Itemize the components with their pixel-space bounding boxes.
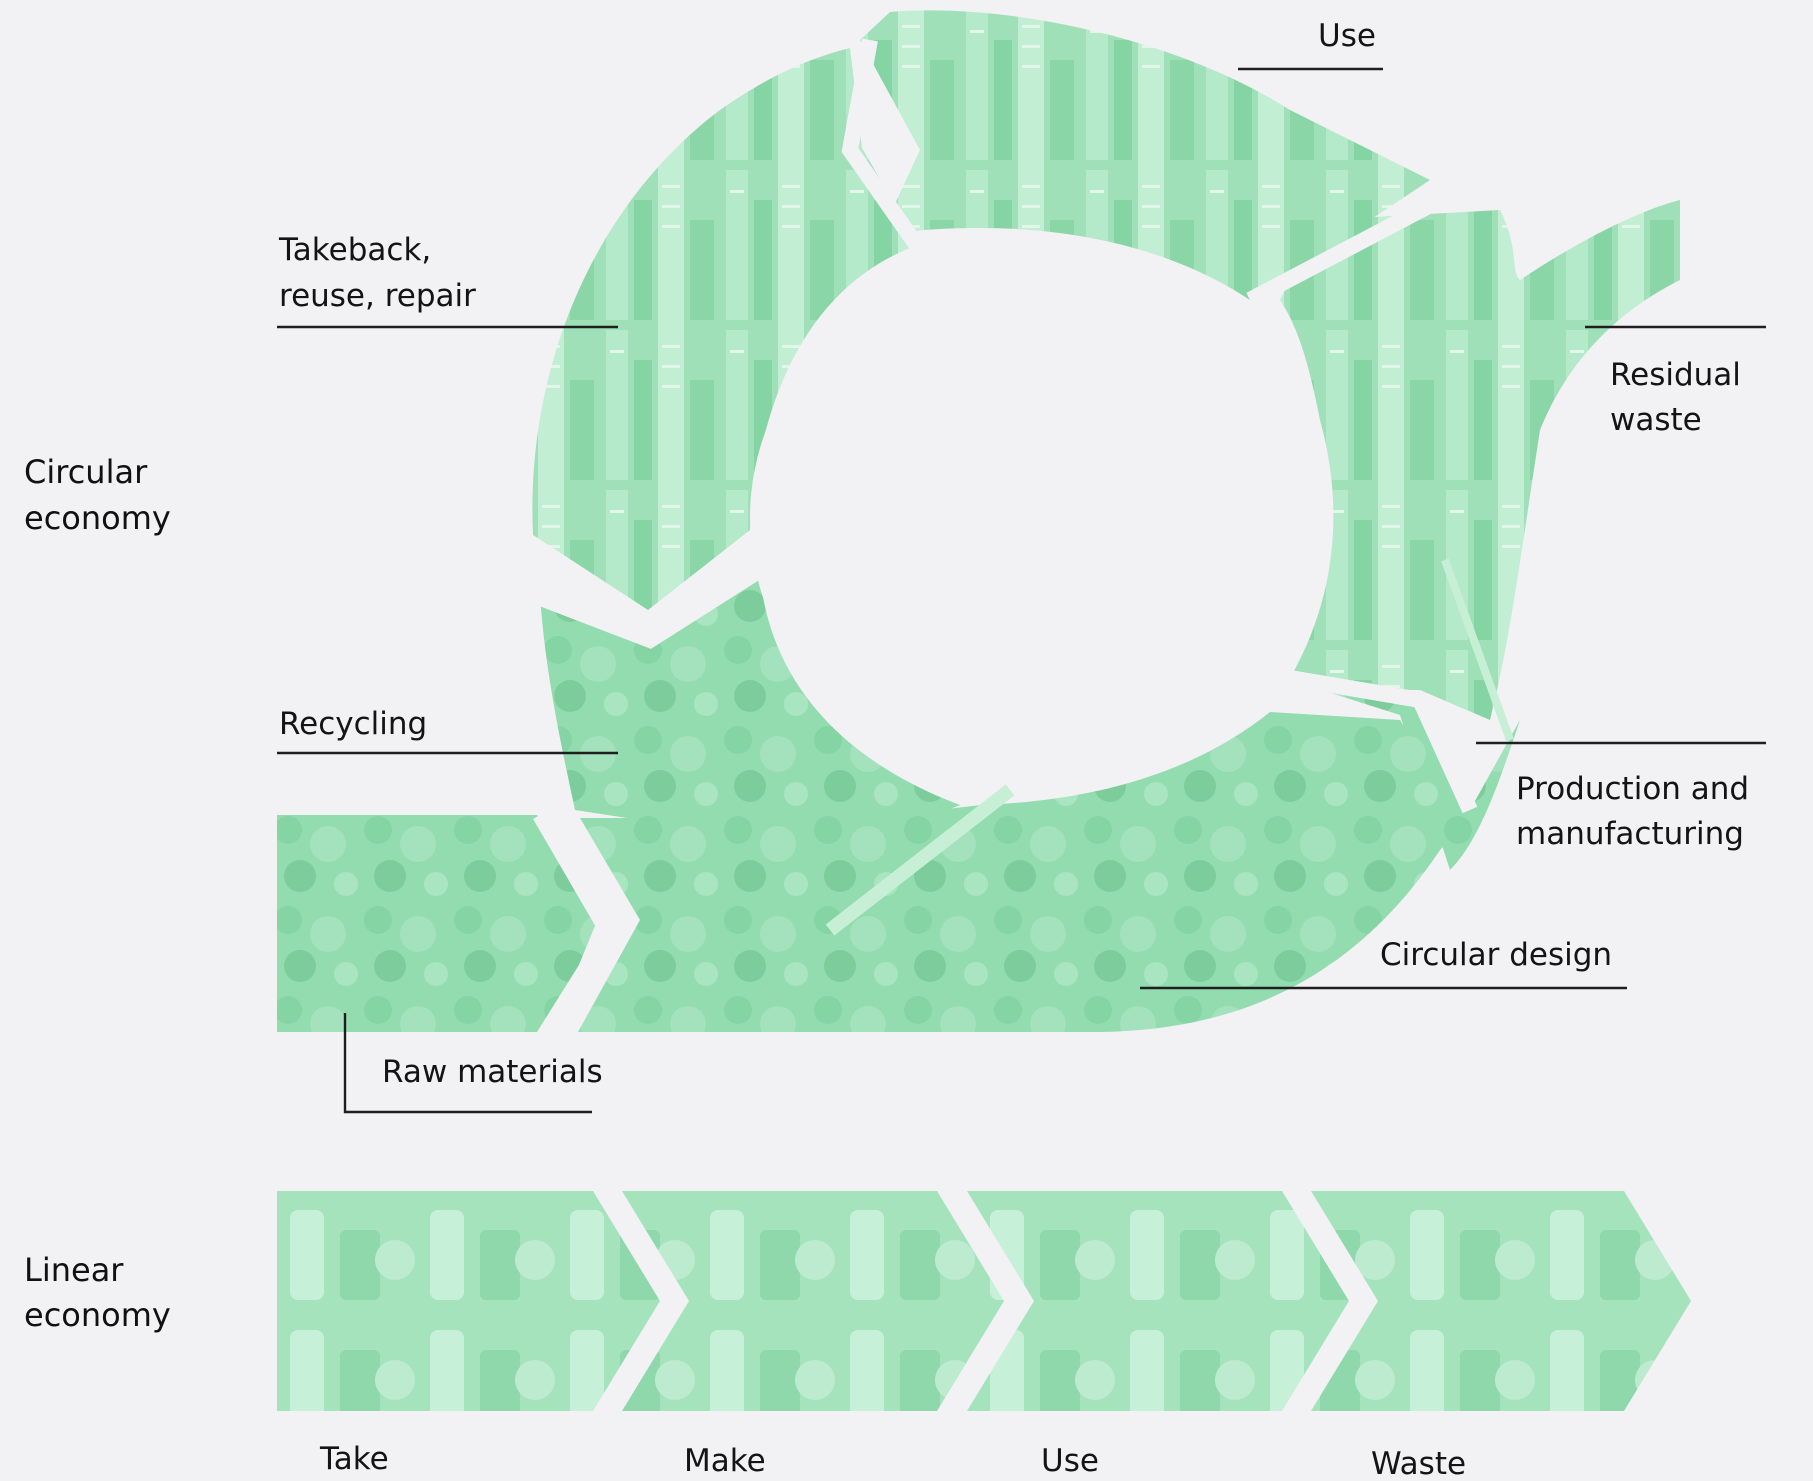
label-raw-materials: Raw materials [382,1054,603,1090]
circular-economy-title-line2: economy [24,499,171,537]
circular-loop [277,10,1680,1036]
raw-materials-segment [277,815,604,1032]
label-takeback-line2: reuse, repair [279,278,476,314]
leader-lines [277,67,1766,1114]
label-make: Make [684,1443,766,1479]
label-production-line1: Production and [1516,771,1749,807]
use-segment [860,10,1430,301]
takeback-segment [532,48,918,610]
residual-segment [1280,200,1680,720]
linear-chevrons [277,1191,1691,1411]
take-chevron [277,1191,660,1411]
label-takeback-line1: Takeback, [278,232,431,268]
label-use: Use [1318,18,1376,54]
circular-design-segment [578,712,1450,1032]
label-recycling: Recycling [279,706,427,742]
use-chevron [967,1191,1349,1411]
waste-chevron [1311,1191,1691,1411]
label-take: Take [319,1441,389,1477]
production-segment [1290,680,1520,870]
label-linear-use: Use [1041,1443,1099,1479]
label-waste: Waste [1371,1446,1466,1481]
linear-economy-title-line1: Linear [24,1251,124,1289]
label-production-line2: manufacturing [1516,816,1744,852]
label-residual-line2: waste [1610,402,1702,438]
loop-center [750,268,1250,768]
make-chevron [622,1191,1004,1411]
linear-economy-title-line2: economy [24,1296,171,1334]
label-residual-line1: Residual [1610,357,1741,393]
label-circular-design: Circular design [1380,937,1612,973]
circular-economy-title-line1: Circular [24,453,148,491]
